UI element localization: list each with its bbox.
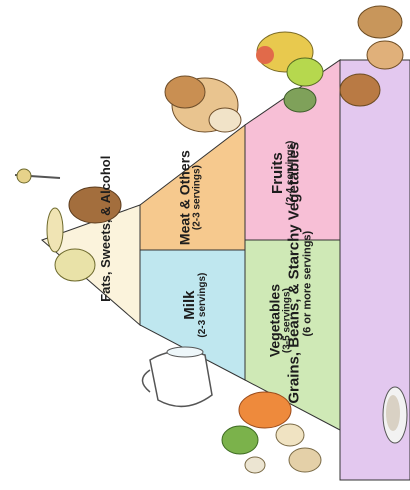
vegetables-title: Vegetables: [267, 256, 282, 386]
vegetables-servings: (3-5 servings): [282, 256, 293, 386]
label-fats: Fats, Sweets, & Alcohol: [99, 192, 113, 302]
label-vegetables: Vegetables (3-5 servings): [267, 256, 292, 386]
grains-servings: (6 or more servings): [302, 164, 314, 404]
fruit-illustration: [256, 32, 323, 112]
milk-title: Milk: [182, 250, 198, 360]
label-meat: Meat & Others (2-3 servings): [177, 138, 202, 258]
milk-servings: (2-3 servings): [198, 250, 209, 360]
fats-title: Fats, Sweets, & Alcohol: [99, 192, 113, 302]
label-fruits: Fruits (2-4 servings): [270, 113, 296, 233]
label-milk: Milk (2-3 servings): [182, 250, 208, 360]
fruits-servings: (2-4 servings): [286, 113, 297, 233]
meat-illustration: [165, 76, 241, 132]
meat-servings: (2-3 servings): [192, 138, 203, 258]
meat-title: Meat & Others: [177, 138, 192, 258]
fruits-title: Fruits: [270, 113, 286, 233]
